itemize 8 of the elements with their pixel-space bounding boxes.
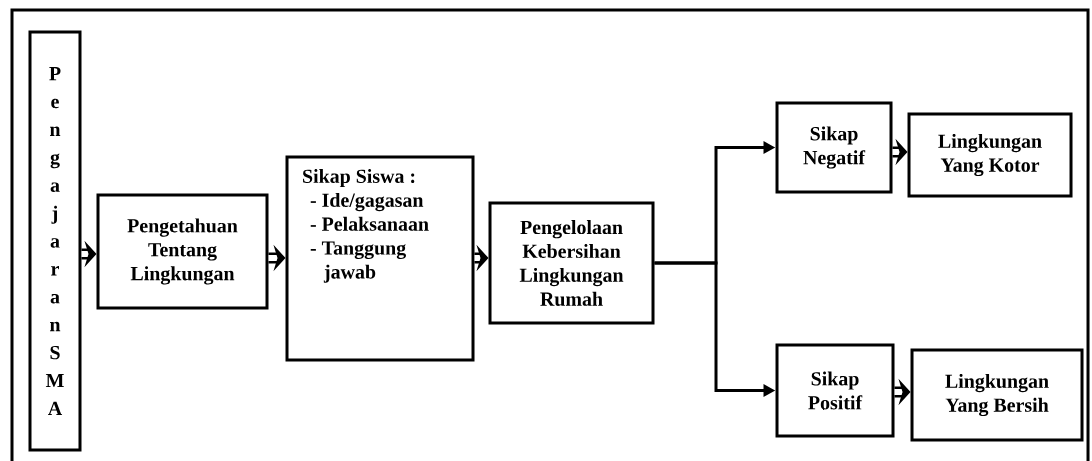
- process-box: Lingkungan Yang Bersih: [910, 348, 1084, 442]
- process-box: Sikap Positif: [775, 343, 895, 438]
- process-box: Lingkungan Yang Kotor: [907, 112, 1073, 198]
- process-box: Sikap Siswa : - Ide/gagasan - Pelaksanaan - Tanggung jawab: [285, 155, 475, 362]
- vertical-box: Pengajaran SMA: [28, 30, 82, 452]
- process-box: Pengelolaan Kebersihan Lingkungan Rumah: [488, 201, 655, 325]
- process-box: Pengetahuan Tentang Lingkungan: [96, 193, 269, 310]
- process-box: Sikap Negatif: [775, 101, 893, 194]
